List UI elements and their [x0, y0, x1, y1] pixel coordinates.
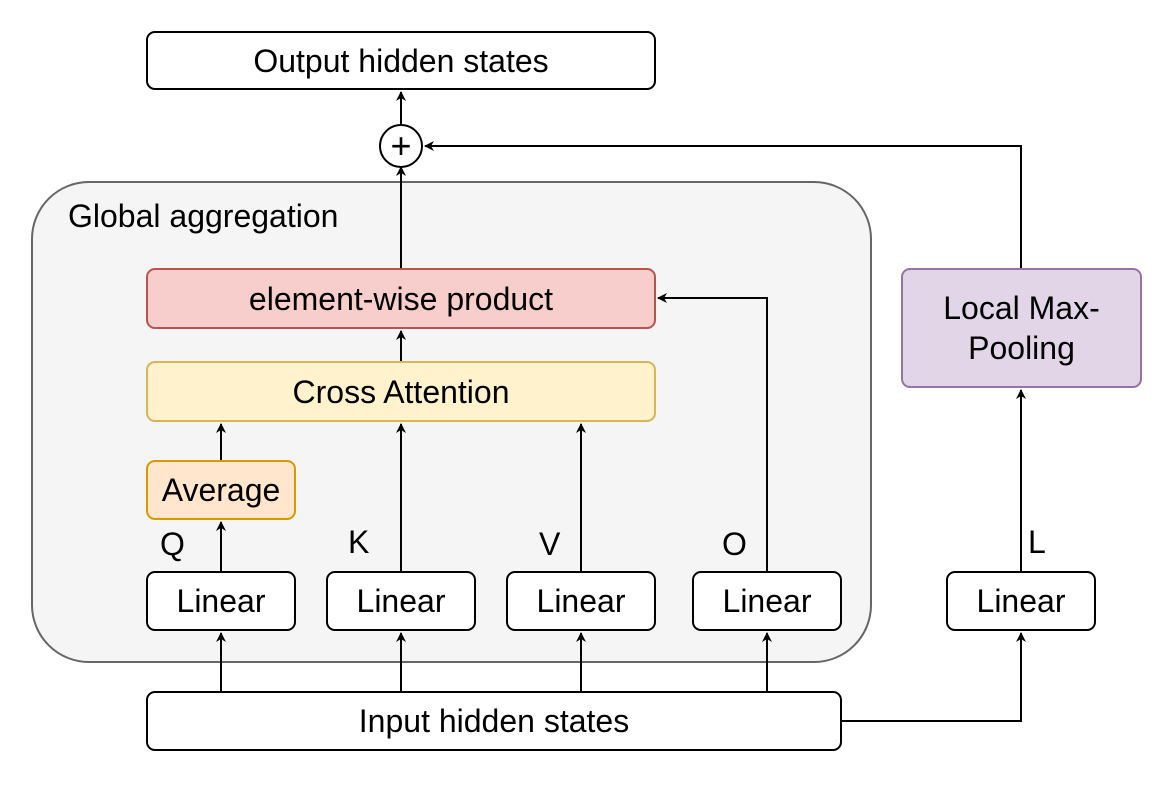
average-box: Average — [146, 460, 296, 520]
input-hidden-states-box: Input hidden states — [146, 691, 842, 751]
k-label: K — [348, 524, 370, 560]
element-wise-product-box: element-wise product — [146, 268, 656, 329]
linear-l-box: Linear — [946, 571, 1096, 631]
local-max-pooling-box: Local Max-Pooling — [901, 268, 1142, 388]
v-label: V — [539, 526, 561, 562]
linear-q-box: Linear — [146, 571, 296, 631]
q-label: Q — [160, 526, 185, 562]
output-hidden-states-box: Output hidden states — [146, 31, 656, 90]
l-label: L — [1028, 524, 1046, 560]
cross-attention-box: Cross Attention — [146, 361, 656, 422]
arrow-pooling-to-add — [424, 141, 1022, 268]
arrow-input-to-linear-l — [842, 632, 1026, 722]
linear-k-box: Linear — [326, 571, 476, 631]
arrow-linear-o-to-product — [657, 293, 768, 571]
o-label: O — [722, 526, 747, 562]
add-node — [379, 124, 423, 168]
linear-o-box: Linear — [692, 571, 842, 631]
add-symbol: + — [390, 125, 411, 166]
linear-v-box: Linear — [506, 571, 656, 631]
group-label: Global aggregation — [68, 198, 339, 234]
